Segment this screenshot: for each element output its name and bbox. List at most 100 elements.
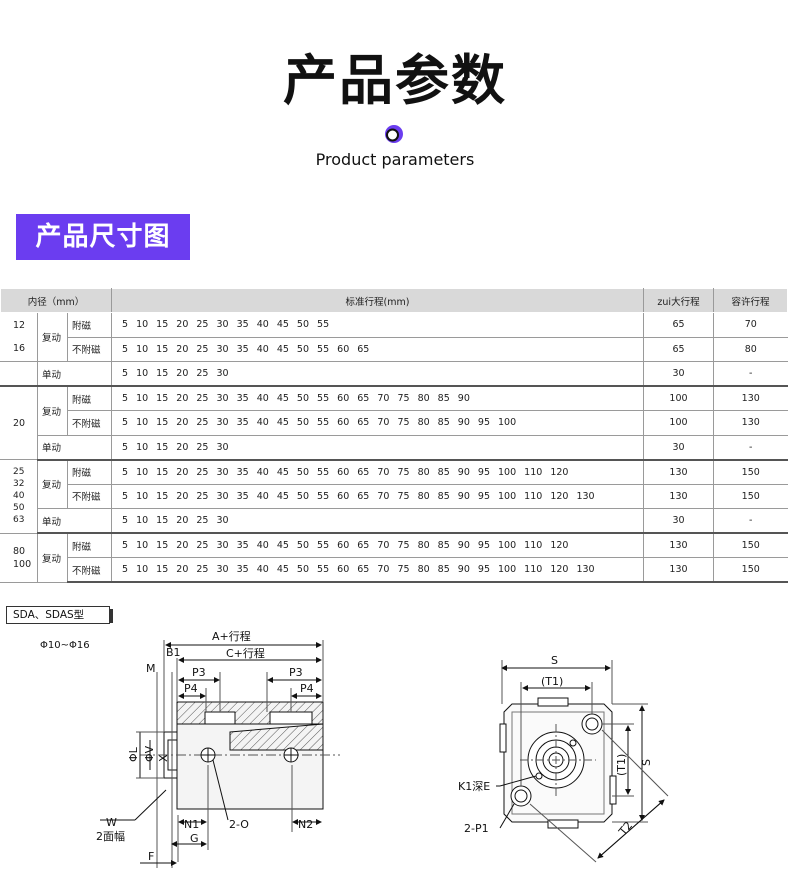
action-cell: 单动	[37, 508, 112, 534]
bore-cell: 12 16	[0, 312, 38, 362]
bore-cell	[0, 361, 38, 387]
side-view	[100, 640, 340, 868]
max-stroke-cell: 130	[643, 483, 714, 509]
label-t1-side: (T1)	[615, 754, 628, 776]
label-p3-left: P3	[192, 666, 206, 679]
strokes-cell: 5 10 15 20 25 30	[111, 434, 644, 461]
max-stroke-cell: 30	[643, 508, 714, 534]
header-allowed-stroke: 容许行程	[713, 288, 788, 313]
bore-cell: 80 100	[0, 532, 38, 583]
table-row: 不附磁 5 10 15 20 25 30 35 40 45 50 55 60 6…	[1, 336, 788, 362]
magnet-cell: 附磁	[67, 312, 112, 338]
bore-value: 63	[13, 515, 25, 526]
bore-cell: 25 32 40 50 63	[0, 459, 38, 534]
header-max-stroke: zui大行程	[643, 288, 714, 313]
label-p3-right: P3	[289, 666, 303, 679]
table-row: 单动 5 10 15 20 25 30 30 -	[1, 508, 788, 534]
action-cell: 复动	[37, 385, 68, 436]
magnet-cell: 不附磁	[67, 410, 112, 436]
page-subtitle: Product parameters	[315, 150, 475, 169]
action-cell: 复动	[37, 532, 68, 583]
label-s-top: S	[551, 654, 558, 667]
allowed-stroke-cell: 130	[713, 410, 788, 436]
bore-value: 12	[13, 320, 26, 331]
bore-value: 16	[13, 343, 26, 354]
end-view	[496, 660, 669, 863]
label-f: F	[148, 850, 154, 863]
table-row: 12 16 复动 附磁 5 10 15 20 25 30 35 40 45 50…	[0, 312, 788, 362]
max-stroke-cell: 30	[643, 361, 714, 387]
table-row: 单动 5 10 15 20 25 30 30 -	[0, 361, 788, 387]
bore-value: 80	[13, 545, 26, 557]
label-m: M	[146, 662, 156, 675]
magnet-cell: 附磁	[67, 385, 112, 411]
max-stroke-cell: 100	[643, 410, 714, 436]
mount-hole-bl	[510, 785, 532, 807]
label-2-p1: 2-P1	[464, 822, 489, 835]
max-stroke-cell: 130	[643, 532, 714, 558]
model-tag: SDA、SDAS型	[6, 606, 113, 624]
strokes-cell: 5 10 15 20 25 30 35 40 45 50 55 60 65	[111, 336, 644, 362]
label-a-stroke: A+行程	[212, 630, 251, 643]
label-w: W	[106, 816, 117, 829]
max-stroke-cell: 65	[643, 312, 714, 338]
ring-icon	[385, 125, 403, 143]
bore-cell: 20	[0, 385, 38, 460]
strokes-cell: 5 10 15 20 25 30 35 40 45 50 55	[111, 312, 644, 338]
label-c-stroke: C+行程	[226, 647, 265, 660]
table-row: 20 复动 附磁 5 10 15 20 25 30 35 40 45 50 55…	[0, 385, 788, 460]
label-phi-v: ΦV	[143, 745, 156, 762]
dimension-drawing: A+行程 B1 C+行程 M P3 P3 P4 P4 ΦL ΦV X W 2面幅…	[96, 630, 669, 868]
allowed-stroke-cell: 150	[713, 459, 788, 485]
allowed-stroke-cell: 80	[713, 336, 788, 362]
max-stroke-cell: 130	[643, 459, 714, 485]
table-header-row: 内径（mm） 标准行程(mm) zui大行程 容许行程	[0, 288, 788, 313]
label-phi-l: ΦL	[127, 746, 140, 762]
allowed-stroke-cell: 150	[713, 557, 788, 583]
allowed-stroke-cell: 150	[713, 532, 788, 558]
allowed-stroke-cell: 130	[713, 385, 788, 411]
table-row: 不附磁 5 10 15 20 25 30 35 40 45 50 55 60 6…	[1, 483, 788, 509]
magnet-cell: 附磁	[67, 532, 112, 558]
label-t1-top: (T1)	[541, 675, 563, 688]
strokes-cell: 5 10 15 20 25 30 35 40 45 50 55 60 65 70…	[111, 483, 644, 509]
strokes-cell: 5 10 15 20 25 30 35 40 45 50 55 60 65 70…	[111, 410, 644, 436]
label-g: G	[190, 832, 199, 845]
action-cell: 复动	[37, 459, 68, 509]
header-stroke: 标准行程(mm)	[111, 288, 644, 313]
table-row: 单动 5 10 15 20 25 30 30 -	[1, 434, 788, 461]
stroke-spec-table: 内径（mm） 标准行程(mm) zui大行程 容许行程 12 16 复动 附磁 …	[0, 288, 788, 583]
taper-hatch	[229, 723, 324, 751]
section-title: 产品尺寸图	[16, 214, 190, 260]
action-cell: 单动	[37, 361, 112, 387]
bore-value: 25	[13, 467, 25, 478]
action-cell: 单动	[37, 434, 112, 461]
bore-value: 50	[13, 503, 25, 514]
strokes-cell: 5 10 15 20 25 30 35 40 45 50 55 60 65 70…	[111, 557, 644, 583]
label-b1: B1	[166, 646, 181, 659]
bore-value: 40	[13, 491, 25, 502]
action-cell: 复动	[37, 312, 68, 362]
bore-range-label: Φ10~Φ16	[40, 640, 90, 651]
magnet-cell: 不附磁	[67, 557, 112, 583]
bore-value: 32	[13, 479, 25, 490]
allowed-stroke-cell: -	[713, 508, 788, 534]
allowed-stroke-cell: 150	[713, 483, 788, 509]
label-s-side: S	[640, 759, 653, 766]
table-row: 不附磁 5 10 15 20 25 30 35 40 45 50 55 60 6…	[1, 557, 788, 583]
strokes-cell: 5 10 15 20 25 30 35 40 45 50 55 60 65 70…	[111, 459, 644, 485]
table-row: 25 32 40 50 63 复动 附磁 5 10 15 20 25 30 35…	[0, 459, 788, 534]
magnet-cell: 附磁	[67, 459, 112, 485]
strokes-cell: 5 10 15 20 25 30	[111, 361, 644, 387]
table-row: 80 100 复动 附磁 5 10 15 20 25 30 35 40 45 5…	[0, 532, 788, 583]
max-stroke-cell: 65	[643, 336, 714, 362]
label-two-faces: 2面幅	[96, 830, 125, 843]
allowed-stroke-cell: 70	[713, 312, 788, 338]
label-k1: K1深E	[458, 780, 490, 793]
allowed-stroke-cell: -	[713, 361, 788, 387]
magnet-cell: 不附磁	[67, 336, 112, 362]
label-x: X	[157, 754, 170, 762]
magnet-cell: 不附磁	[67, 483, 112, 509]
max-stroke-cell: 30	[643, 434, 714, 461]
allowed-stroke-cell: -	[713, 434, 788, 461]
